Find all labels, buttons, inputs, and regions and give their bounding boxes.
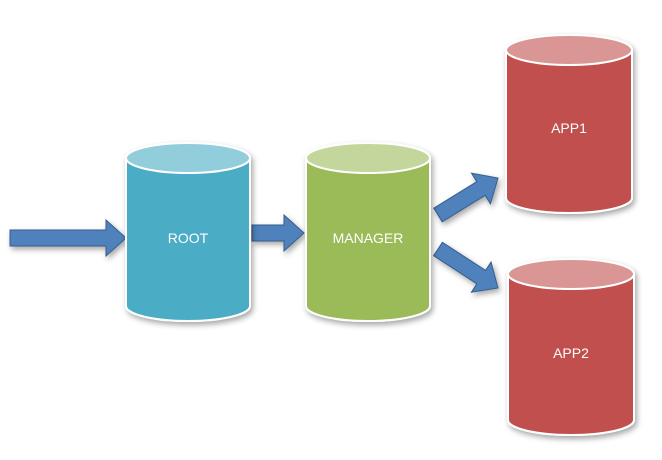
arrow-manager-to-app2 (432, 241, 499, 293)
arrow-root-to-manager (251, 213, 305, 253)
cylinder-manager: MANAGER (305, 142, 431, 322)
arrow-input-to-root (9, 218, 127, 258)
cylinder-root-top (125, 142, 251, 174)
node-label-root: ROOT (168, 230, 209, 246)
node-label-manager: MANAGER (333, 230, 404, 246)
node-label-app1: APP1 (551, 120, 587, 136)
cylinder-root: ROOT (125, 142, 251, 322)
cylinder-manager-body (305, 157, 431, 322)
cylinder-manager-top (305, 142, 431, 174)
node-label-app2: APP2 (553, 345, 589, 361)
cylinder-app1: APP1 (505, 34, 633, 214)
cylinder-app2: APP2 (507, 258, 635, 436)
cylinder-app1-body (505, 49, 633, 214)
cylinder-root-body (125, 157, 251, 322)
cylinder-app2-body (507, 273, 635, 436)
cylinder-app2-top (507, 258, 635, 290)
arrow-manager-to-app1 (433, 172, 499, 223)
cylinder-app1-top (505, 34, 633, 66)
arrows-layer (9, 172, 499, 293)
